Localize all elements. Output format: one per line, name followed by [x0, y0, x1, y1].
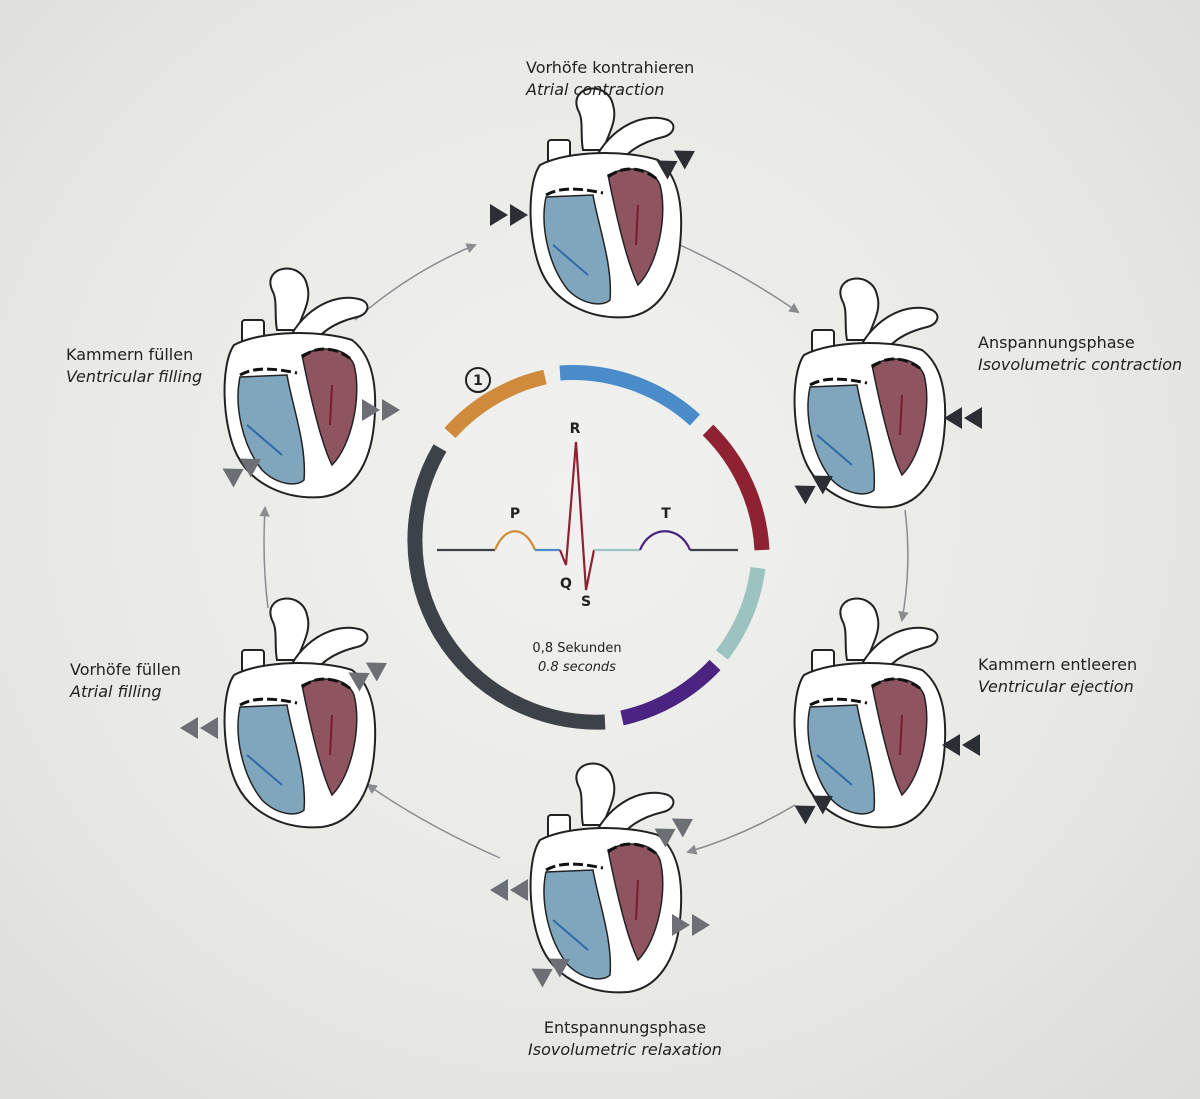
ecg-t-wave [638, 530, 692, 551]
label-isovolumetric-relaxation: Entspannungsphase Isovolumetric relaxati… [500, 1017, 750, 1061]
label-isovolumetric-relaxation-en: Isovolumetric relaxation [528, 1040, 722, 1059]
heart-isovolumetric-contraction [793, 277, 947, 509]
arrow-ejection-to-relaxation [685, 804, 796, 855]
label-isovolumetric-relaxation-de: Entspannungsphase [543, 1018, 707, 1037]
label-ventricular-filling-de: Kammern füllen [66, 345, 194, 364]
heart-ventricular-ejection [793, 597, 947, 829]
heart-atrial-filling [223, 597, 377, 829]
duration-de: 0,8 Sekunden [532, 641, 621, 656]
ring-segment-ejection [702, 424, 770, 551]
ring-segment-atrial [444, 369, 547, 439]
ring-segment-isocontraction [559, 365, 701, 426]
label-atrial-filling-de: Vorhöfe füllen [70, 660, 181, 679]
label-atrial-contraction-en: Atrial contraction [526, 80, 665, 99]
ecg-label-r: R [570, 421, 581, 437]
label-ventricular-filling-en: Ventricular filling [66, 367, 203, 386]
label-isovolumetric-contraction-en: Isovolumetric contraction [978, 355, 1183, 374]
label-atrial-contraction-de: Vorhöfe kontrahieren [526, 58, 695, 77]
arrow-atrialfilling-to-ventfilling [259, 505, 270, 609]
ecg-label-q: Q [560, 576, 572, 592]
step-marker: 1 [465, 367, 491, 393]
cycle-arrows [259, 243, 909, 859]
label-ventricular-filling: Kammern füllen Ventricular filling [66, 344, 202, 388]
label-ventricular-ejection-de: Kammern entleeren [978, 655, 1138, 674]
label-ventricular-ejection: Kammern entleeren Ventricular ejection [978, 654, 1137, 698]
phase-ring [407, 365, 770, 730]
step-marker-text: 1 [473, 373, 483, 389]
ecg-qrs [558, 441, 596, 591]
ring-segment-atrialfilling [620, 659, 721, 726]
triangles-atrial-left [490, 204, 528, 226]
ring-segment-ventfilling [407, 444, 606, 730]
ecg-label-s: S [581, 594, 591, 610]
ecg-label-t: T [661, 506, 671, 522]
label-atrial-contraction: Vorhöfe kontrahieren Atrial contraction [526, 57, 694, 101]
triangles-isocontraction-right [944, 407, 982, 429]
label-isovolumetric-contraction-de: Anspannungsphase [978, 333, 1135, 352]
ecg-p-wave [493, 530, 537, 551]
label-isovolumetric-contraction: Anspannungsphase Isovolumetric contracti… [978, 332, 1182, 376]
label-atrial-filling-en: Atrial filling [70, 682, 162, 701]
triangles-relaxation-left [490, 879, 528, 901]
ring-segment-relaxation [715, 566, 766, 660]
heart-atrial-contraction [529, 87, 683, 319]
heart-isovolumetric-relaxation [529, 762, 683, 994]
triangles-ejection-right [942, 734, 980, 756]
ecg-label-p: P [510, 506, 520, 522]
label-ventricular-ejection-en: Ventricular ejection [978, 677, 1134, 696]
arrow-contraction-to-isocontraction [679, 244, 800, 314]
ecg-trace [437, 441, 738, 591]
arrow-filling-to-contraction [354, 243, 477, 321]
duration-en: 0.8 seconds [538, 660, 616, 675]
label-atrial-filling: Vorhöfe füllen Atrial filling [70, 659, 181, 703]
arrow-isocontraction-to-ejection [898, 509, 909, 623]
triangles-atrialfilling-left [180, 717, 218, 739]
arrow-relaxation-to-atrialfilling [366, 783, 501, 859]
